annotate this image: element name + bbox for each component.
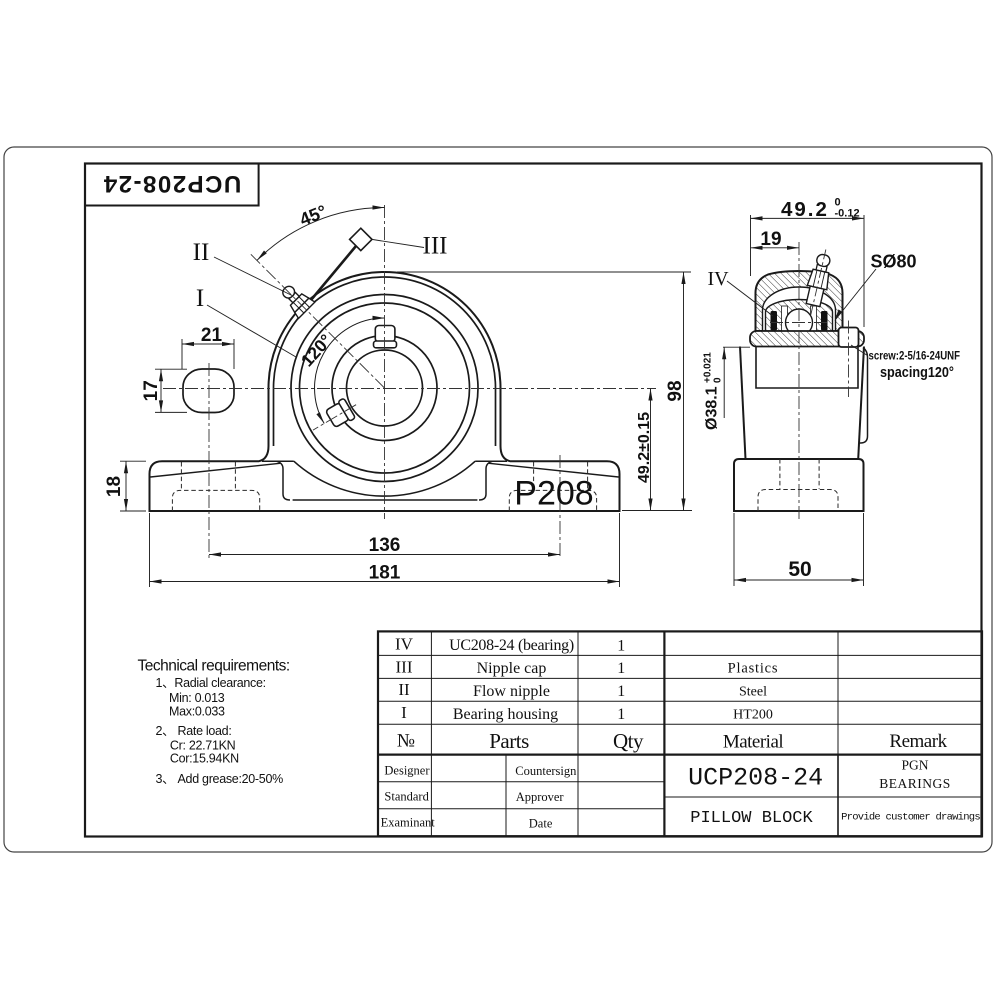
svg-text:Technical requirements:: Technical requirements: [138, 658, 290, 675]
svg-text:UC208-24 (bearing): UC208-24 (bearing) [449, 637, 574, 654]
svg-text:17: 17 [141, 380, 162, 401]
svg-text:21: 21 [201, 325, 223, 346]
svg-text:19: 19 [760, 229, 781, 250]
svg-text:UCP208-24: UCP208-24 [102, 170, 241, 197]
svg-text:Steel: Steel [739, 685, 767, 700]
svg-text:+0.021: +0.021 [703, 352, 714, 383]
svg-text:II: II [398, 680, 410, 699]
svg-text:1: 1 [617, 683, 625, 700]
svg-text:Remark: Remark [889, 731, 947, 752]
svg-text:I: I [401, 703, 407, 722]
svg-text:3、 Add grease:20-50%: 3、 Add grease:20-50% [156, 772, 284, 786]
svg-text:screw:2-5/16-24UNF: screw:2-5/16-24UNF [869, 351, 961, 363]
svg-text:1: 1 [617, 660, 625, 677]
svg-text:1: 1 [617, 706, 625, 723]
svg-text:-0.12: -0.12 [835, 208, 860, 220]
svg-text:1、Radial clearance:: 1、Radial clearance: [156, 676, 266, 690]
svg-text:SØ80: SØ80 [870, 252, 916, 272]
svg-text:49.2: 49.2 [781, 198, 829, 221]
svg-text:Countersign: Countersign [515, 764, 577, 778]
svg-text:BEARINGS: BEARINGS [879, 776, 951, 791]
svg-text:49.2±0.15: 49.2±0.15 [636, 412, 653, 483]
svg-text:III: III [396, 658, 413, 677]
svg-text:№: № [397, 731, 415, 752]
svg-text:18: 18 [104, 476, 125, 497]
svg-text:IV: IV [395, 635, 414, 654]
svg-text:Date: Date [529, 817, 553, 831]
svg-text:spacing120°: spacing120° [880, 365, 954, 381]
svg-text:Approver: Approver [516, 790, 565, 804]
svg-text:I: I [196, 285, 204, 312]
svg-text:HT200: HT200 [733, 708, 773, 723]
svg-text:136: 136 [369, 535, 401, 556]
svg-text:Plastics: Plastics [728, 661, 779, 677]
svg-text:Ø38.1: Ø38.1 [704, 386, 721, 430]
svg-text:P208: P208 [514, 475, 593, 513]
svg-text:Provide customer drawings: Provide customer drawings [841, 812, 980, 824]
svg-text:Designer: Designer [384, 764, 430, 778]
svg-text:PILLOW BLOCK: PILLOW BLOCK [690, 809, 813, 828]
svg-text:2、 Rate load:: 2、 Rate load: [156, 724, 232, 738]
svg-text:Min: 0.013: Min: 0.013 [169, 691, 225, 705]
svg-text:0: 0 [835, 197, 841, 209]
svg-text:Examinant: Examinant [381, 816, 436, 830]
svg-text:1: 1 [617, 638, 625, 655]
svg-text:UCP208-24: UCP208-24 [688, 764, 823, 793]
svg-text:Qty: Qty [613, 729, 644, 753]
svg-text:98: 98 [665, 380, 686, 401]
svg-text:Nipple cap: Nipple cap [477, 660, 547, 677]
svg-text:Cor:15.94KN: Cor:15.94KN [170, 752, 239, 766]
svg-text:PGN: PGN [901, 758, 928, 773]
svg-text:Material: Material [723, 732, 784, 753]
svg-text:Cr: 22.71KN: Cr: 22.71KN [170, 738, 236, 752]
svg-text:Bearing housing: Bearing housing [453, 706, 558, 723]
svg-text:181: 181 [369, 563, 401, 584]
svg-text:II: II [193, 239, 210, 266]
svg-text:50: 50 [788, 558, 811, 581]
svg-text:III: III [423, 233, 448, 260]
svg-text:Max:0.033: Max:0.033 [169, 705, 225, 719]
svg-text:Parts: Parts [489, 729, 529, 753]
svg-text:IV: IV [707, 268, 729, 290]
svg-text:Flow nipple: Flow nipple [473, 683, 550, 700]
svg-text:0: 0 [713, 377, 724, 383]
svg-text:Standard: Standard [384, 790, 429, 804]
